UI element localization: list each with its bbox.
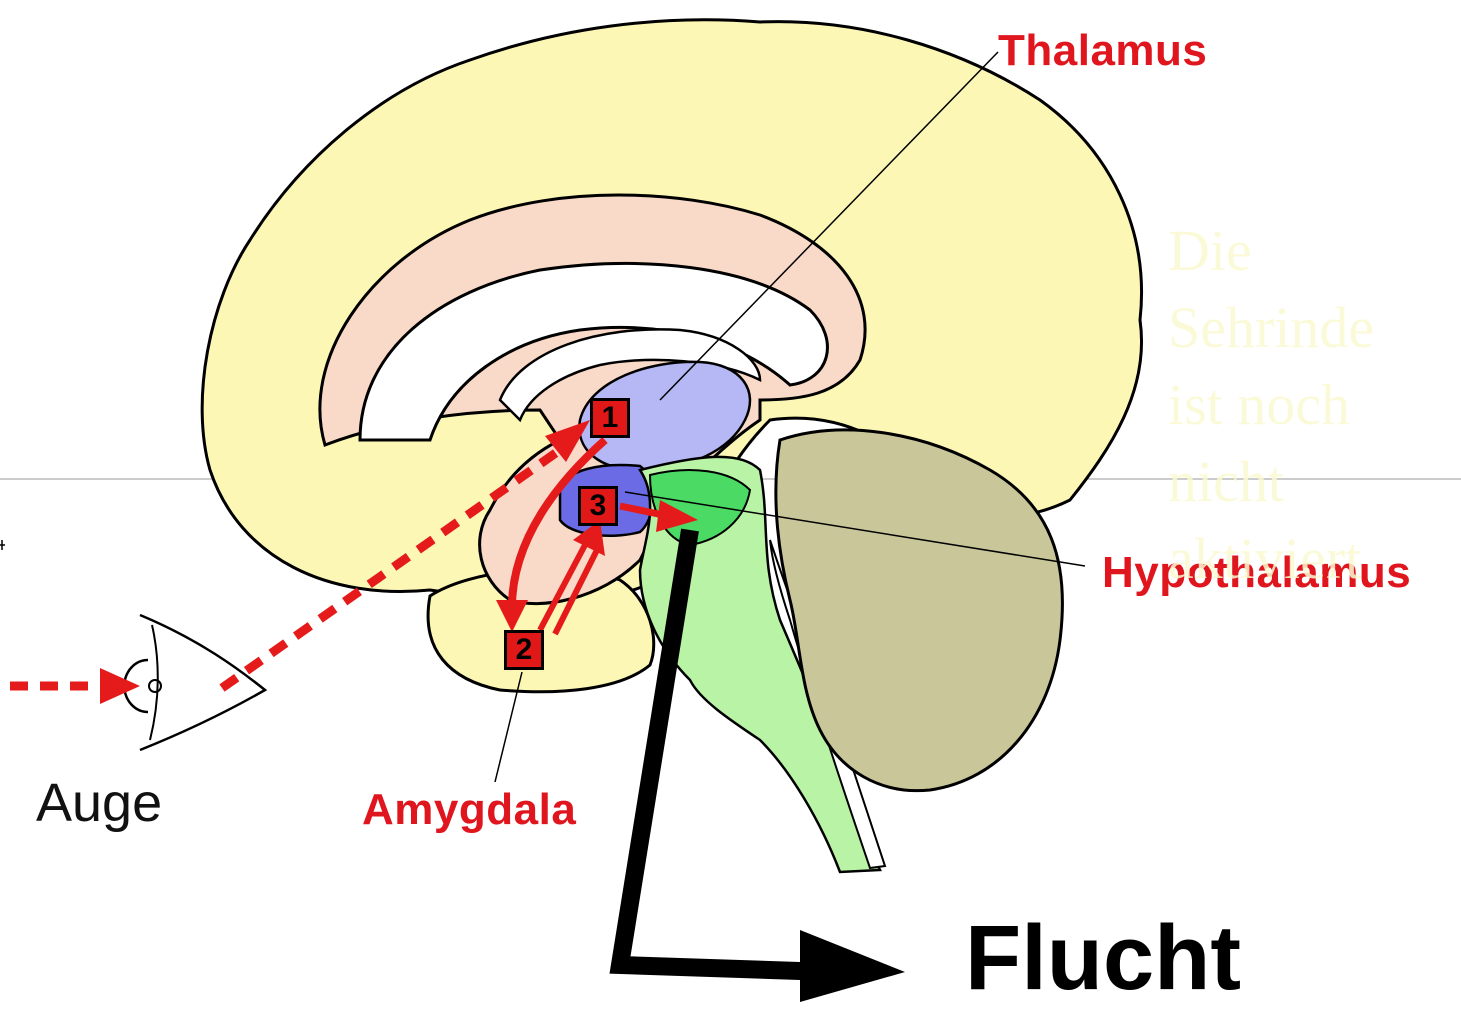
visual-input-arrowhead [100, 668, 140, 704]
eye-icon [124, 615, 265, 750]
flight-arrowhead [800, 930, 905, 1002]
eye-label: Auge [36, 772, 162, 834]
edge-mark [0, 540, 5, 550]
step-2-badge: 2 [504, 630, 544, 670]
overlay-note-text: Die Sehrinde ist noch nicht aktiviert [1168, 212, 1398, 597]
step-3-badge: 3 [578, 486, 618, 526]
amygdala-label: Amygdala [362, 785, 576, 835]
flight-label: Flucht [965, 906, 1241, 1011]
thalamus-label: Thalamus [998, 26, 1207, 76]
step-1-badge: 1 [590, 398, 630, 438]
